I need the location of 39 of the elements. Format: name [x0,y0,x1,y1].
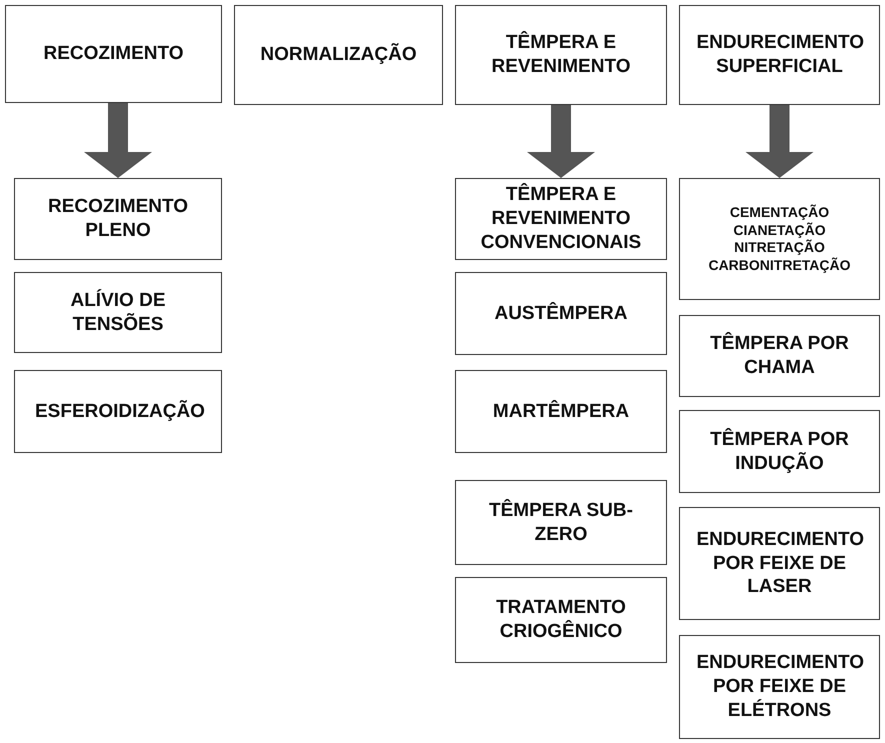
box-label: ALÍVIO DE TENSÕES [69,288,166,336]
process-box [679,635,880,739]
block-arrow [84,103,152,178]
process-box [14,370,222,453]
process-box [5,5,222,103]
process-box [679,410,880,493]
process-box [14,178,222,260]
process-box [679,5,880,105]
box-label: MARTÊMPERA [492,400,630,424]
box-label: CEMENTAÇÃO [730,204,830,222]
process-box [455,577,667,663]
process-box [455,178,667,260]
box-label: RECOZIMENTO [43,42,184,66]
box-label: TÊMPERA POR INDUÇÃO [709,428,850,476]
box-label: TÊMPERA SUB-ZERO [488,498,634,546]
box-label: NITRETAÇÃO [734,239,825,256]
box-label: ENDURECIMENTO POR FEIXE DE ELÉTRONS [696,651,862,723]
box-label: TÊMPERA E REVENIMENTO [490,31,632,79]
process-box [14,272,222,353]
box-label: CIANETAÇÃO [733,222,826,239]
box-label: ENDURECIMENTO POR FEIXE DE LASER [696,528,862,600]
box-label: NORMALIZAÇÃO [260,43,417,67]
box-label: AUSTÊMPERA [494,302,628,326]
process-box [455,370,667,453]
process-box [679,507,880,620]
block-arrow [527,105,595,178]
box-label: ENDURECIMENTO SUPERFICIAL [696,31,862,79]
block-arrow [746,105,814,178]
process-box [455,272,667,355]
process-box [455,480,667,565]
box-label: RECOZIMENTO PLENO [46,195,190,243]
box-label: TÊMPERA POR CHAMA [709,332,850,380]
process-box [234,5,443,105]
box-label: TRATAMENTO CRIOGÊNICO [495,596,627,644]
box-label: TÊMPERA E REVENIMENTO CONVENCIONAIS [480,183,642,255]
box-label: CARBONITRETAÇÃO [708,256,851,274]
process-box [679,315,880,397]
process-box [679,178,880,300]
process-box [455,5,667,105]
